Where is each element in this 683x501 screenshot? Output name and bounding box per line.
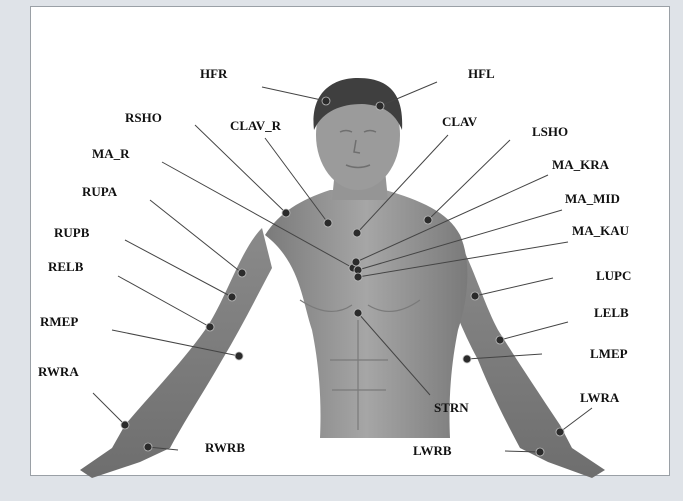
leader-line-lupc	[475, 278, 553, 296]
marker-dot-strn	[354, 309, 362, 317]
marker-label-strn: STRN	[434, 400, 469, 415]
marker-dot-rupb	[228, 293, 236, 301]
marker-dot-rwra	[121, 421, 129, 429]
marker-label-relb: RELB	[48, 259, 84, 274]
marker-dot-relb	[206, 323, 214, 331]
marker-dot-rmep	[235, 352, 243, 360]
leader-line-lwra	[560, 408, 592, 432]
marker-label-lsho: LSHO	[532, 124, 568, 139]
marker-dot-lwra	[556, 428, 564, 436]
marker-dot-ma-kau	[354, 273, 362, 281]
marker-label-lelb: LELB	[594, 305, 629, 320]
marker-label-rwrb: RWRB	[205, 440, 245, 455]
marker-dot-rsho	[282, 209, 290, 217]
marker-label-lupc: LUPC	[596, 268, 631, 283]
marker-dot-rwrb	[144, 443, 152, 451]
human-body-figure	[80, 78, 605, 478]
marker-label-clav: CLAV	[442, 114, 478, 129]
marker-label-lmep: LMEP	[590, 346, 628, 361]
marker-dot-lelb	[496, 336, 504, 344]
marker-label-rupa: RUPA	[82, 184, 118, 199]
marker-label-clav-r: CLAV_R	[230, 118, 282, 133]
marker-dot-lupc	[471, 292, 479, 300]
marker-label-ma-mid: MA_MID	[565, 191, 620, 206]
marker-label-ma-kra: MA_KRA	[552, 157, 610, 172]
marker-label-hfl: HFL	[468, 66, 495, 81]
marker-label-rupb: RUPB	[54, 225, 90, 240]
marker-label-ma-r: MA_R	[92, 146, 130, 161]
marker-dot-lmep	[463, 355, 471, 363]
marker-label-ma-kau: MA_KAU	[572, 223, 630, 238]
leader-line-lelb	[500, 322, 568, 340]
leader-line-lsho	[428, 140, 510, 220]
leader-line-rupa	[150, 200, 242, 273]
marker-dot-hfl	[376, 102, 384, 110]
marker-dot-rupa	[238, 269, 246, 277]
marker-dot-clav	[353, 229, 361, 237]
marker-dot-clav-r	[324, 219, 332, 227]
marker-dot-hfr	[322, 97, 330, 105]
marker-label-hfr: HFR	[200, 66, 228, 81]
marker-label-lwrb: LWRB	[413, 443, 452, 458]
marker-dot-lwrb	[536, 448, 544, 456]
marker-dot-lsho	[424, 216, 432, 224]
marker-label-rsho: RSHO	[125, 110, 162, 125]
marker-label-rmep: RMEP	[40, 314, 78, 329]
marker-label-lwra: LWRA	[580, 390, 620, 405]
leader-line-rwra	[93, 393, 125, 425]
leader-line-relb	[118, 276, 210, 327]
leader-line-rsho	[195, 125, 286, 213]
marker-label-rwra: RWRA	[38, 364, 79, 379]
marker-dot-ma-kra	[352, 258, 360, 266]
leader-line-hfr	[262, 87, 326, 101]
